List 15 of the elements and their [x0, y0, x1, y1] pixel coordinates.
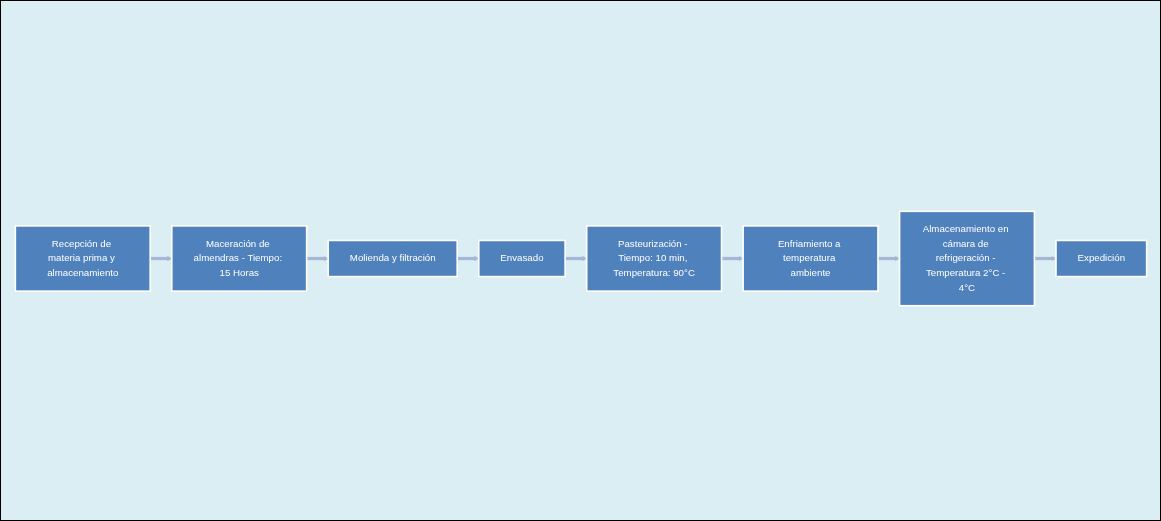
node-box: Enfriamiento a temperatura ambiente — [741, 225, 879, 292]
node-box: Molienda y filtración — [326, 239, 458, 278]
node-box: Expedición — [1054, 239, 1147, 278]
arrow — [456, 256, 479, 261]
node-box: Maceración de almendras - Tiempo: 15 Horas — [170, 225, 307, 292]
node-box: Recepción de materia prima y almacenamiento — [14, 225, 151, 292]
node-box: Pasteurización - Tiempo: 10 min, Temperatura: 90°C — [585, 225, 722, 292]
arrow — [149, 256, 172, 261]
arrow — [877, 256, 900, 261]
arrow — [564, 256, 587, 261]
arrow — [721, 256, 743, 261]
arrow — [306, 256, 328, 261]
node-box: Envasado — [477, 239, 566, 278]
arrow — [1033, 256, 1056, 261]
node-box: Almacenamiento en cámara de refrigeración - Temperatura 2°C - 4°C — [898, 210, 1035, 307]
